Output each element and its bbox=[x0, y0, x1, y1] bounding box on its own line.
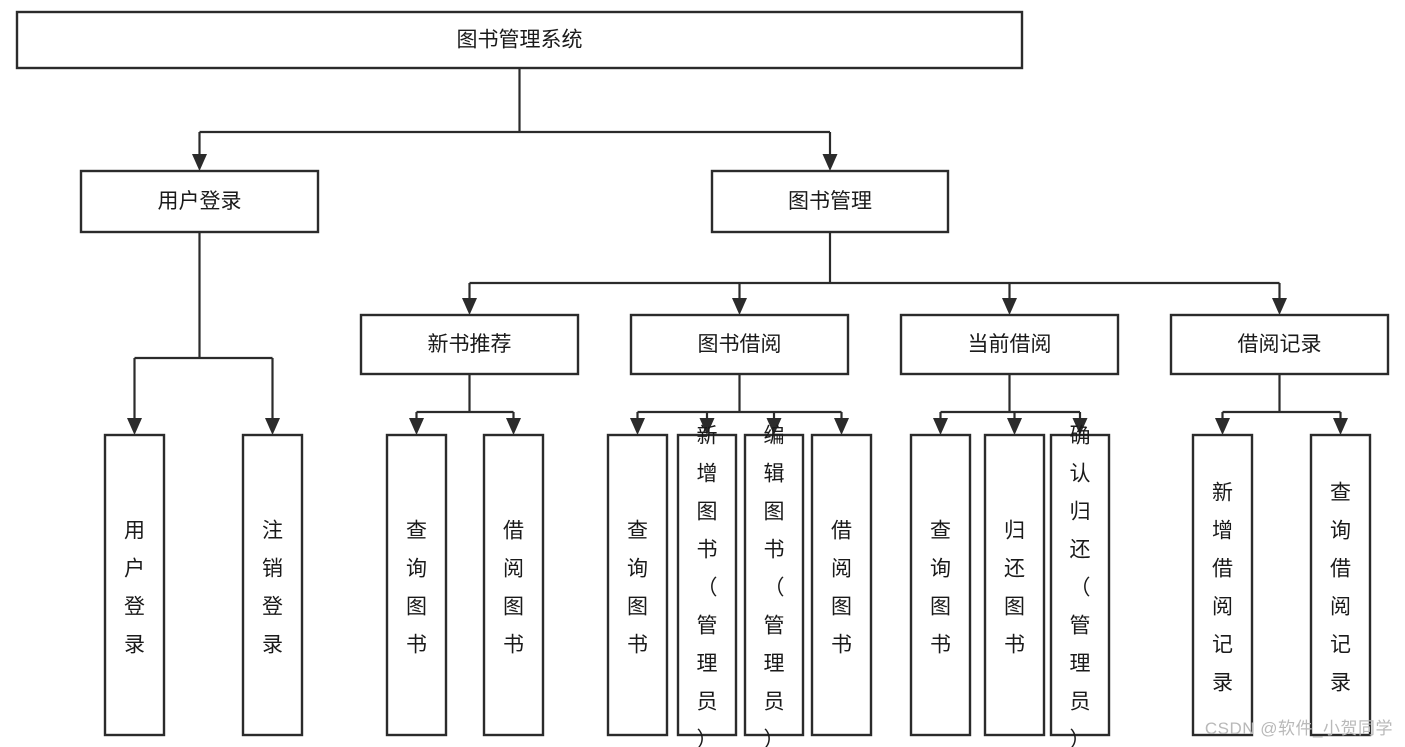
edge-arrowhead bbox=[192, 154, 207, 171]
node-box[interactable] bbox=[241, 433, 304, 737]
node-l-logout[interactable]: 注销登录 bbox=[241, 433, 304, 737]
node-label: 当前借阅 bbox=[968, 333, 1052, 356]
node-box[interactable] bbox=[1169, 313, 1390, 376]
edge-arrowhead bbox=[699, 418, 715, 435]
node-current[interactable]: 当前借阅 bbox=[899, 313, 1120, 376]
node-l-addrec[interactable]: 新增借阅记录 bbox=[1191, 433, 1254, 737]
node-label: 查询图书 bbox=[406, 520, 427, 657]
node-box[interactable] bbox=[1049, 433, 1111, 737]
node-l-editbook[interactable]: 编辑图书（管理员） bbox=[743, 425, 805, 747]
node-box[interactable] bbox=[629, 313, 850, 376]
node-label: 新书推荐 bbox=[428, 333, 512, 356]
node-bookmgmt[interactable]: 图书管理 bbox=[710, 169, 950, 234]
node-box[interactable] bbox=[983, 433, 1046, 737]
node-l-query1[interactable]: 查询图书 bbox=[385, 433, 448, 737]
node-l-borrow1[interactable]: 借阅图书 bbox=[482, 433, 545, 737]
node-label: 归还图书 bbox=[1004, 520, 1025, 657]
node-login[interactable]: 用户登录 bbox=[79, 169, 320, 234]
edge-group-bookmgmt bbox=[462, 232, 1287, 315]
node-label: 新增图书（管理员） bbox=[697, 425, 718, 747]
node-root[interactable]: 图书管理系统 bbox=[15, 10, 1024, 70]
node-label: 编辑图书（管理员） bbox=[764, 425, 785, 747]
node-newbook[interactable]: 新书推荐 bbox=[359, 313, 580, 376]
edge-arrowhead bbox=[1333, 418, 1348, 435]
edge-arrowhead bbox=[127, 418, 142, 435]
node-l-query2[interactable]: 查询图书 bbox=[606, 433, 669, 737]
node-l-login[interactable]: 用户登录 bbox=[103, 433, 166, 737]
edge-group-root bbox=[192, 68, 838, 171]
node-borrow[interactable]: 图书借阅 bbox=[629, 313, 850, 376]
node-box[interactable] bbox=[909, 433, 972, 737]
node-box[interactable] bbox=[676, 433, 738, 737]
edge-arrowhead bbox=[265, 418, 280, 435]
edge-arrowhead bbox=[834, 418, 849, 435]
edge-arrowhead bbox=[1072, 418, 1088, 435]
node-label: 借阅图书 bbox=[831, 520, 852, 657]
edge-arrowhead bbox=[409, 418, 424, 435]
edge-arrowhead bbox=[766, 418, 782, 435]
node-box[interactable] bbox=[810, 433, 873, 737]
node-box[interactable] bbox=[1309, 433, 1372, 737]
node-label: 图书管理系统 bbox=[457, 29, 583, 52]
node-l-query3[interactable]: 查询图书 bbox=[909, 433, 972, 737]
edge-group-newbook bbox=[409, 374, 521, 435]
node-box[interactable] bbox=[1191, 433, 1254, 737]
edge-arrowhead bbox=[462, 298, 477, 315]
node-l-return[interactable]: 归还图书 bbox=[983, 433, 1046, 737]
node-label: 借阅记录 bbox=[1238, 333, 1322, 356]
edge-arrowhead bbox=[630, 418, 645, 435]
edge-layer bbox=[127, 68, 1348, 435]
edge-arrowhead bbox=[1272, 298, 1287, 315]
node-l-borrow2[interactable]: 借阅图书 bbox=[810, 433, 873, 737]
node-l-queryrec[interactable]: 查询借阅记录 bbox=[1309, 433, 1372, 737]
node-label: 借阅图书 bbox=[503, 520, 524, 657]
node-l-addbook[interactable]: 新增图书（管理员） bbox=[676, 425, 738, 747]
node-box[interactable] bbox=[710, 169, 950, 234]
node-label: 查询图书 bbox=[627, 520, 648, 657]
edge-arrowhead bbox=[732, 298, 747, 315]
node-layer: 图书管理系统用户登录图书管理新书推荐图书借阅当前借阅借阅记录用户登录注销登录查询… bbox=[15, 10, 1390, 747]
edge-arrowhead bbox=[822, 154, 838, 171]
node-label: 用户登录 bbox=[124, 520, 145, 657]
edge-arrowhead bbox=[1215, 418, 1230, 435]
node-box[interactable] bbox=[899, 313, 1120, 376]
node-box[interactable] bbox=[359, 313, 580, 376]
edge-arrowhead bbox=[1007, 418, 1022, 435]
node-box[interactable] bbox=[385, 433, 448, 737]
node-label: 注销登录 bbox=[262, 520, 283, 657]
node-box[interactable] bbox=[743, 433, 805, 737]
node-label: 确认归还（管理员） bbox=[1070, 425, 1091, 747]
node-box[interactable] bbox=[606, 433, 669, 737]
node-label: 图书借阅 bbox=[698, 333, 782, 356]
edge-arrowhead bbox=[1002, 298, 1017, 315]
node-box[interactable] bbox=[482, 433, 545, 737]
node-l-confirm[interactable]: 确认归还（管理员） bbox=[1049, 425, 1111, 747]
edge-arrowhead bbox=[933, 418, 948, 435]
edge-group-login bbox=[127, 232, 280, 435]
edge-group-records bbox=[1215, 374, 1348, 435]
edge-group-borrow bbox=[630, 374, 849, 435]
node-box[interactable] bbox=[79, 169, 320, 234]
node-label: 用户登录 bbox=[158, 190, 242, 213]
node-records[interactable]: 借阅记录 bbox=[1169, 313, 1390, 376]
node-box[interactable] bbox=[15, 10, 1024, 70]
edge-arrowhead bbox=[506, 418, 521, 435]
node-label: 新增借阅记录 bbox=[1212, 482, 1233, 695]
edge-group-current bbox=[933, 374, 1088, 435]
node-label: 图书管理 bbox=[788, 190, 872, 213]
node-label: 查询图书 bbox=[930, 520, 951, 657]
node-box[interactable] bbox=[103, 433, 166, 737]
node-label: 查询借阅记录 bbox=[1330, 482, 1351, 695]
